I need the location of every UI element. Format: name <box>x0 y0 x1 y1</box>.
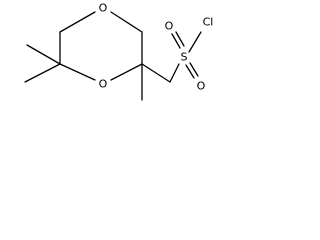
bond-ring-bottom-left <box>59 63 96 81</box>
bond-methyl-left-upper <box>26 44 61 65</box>
bond-ring-bottom-right <box>110 63 143 81</box>
bond-sulfur-to-chlorine <box>188 31 202 53</box>
bond-methyl-left-lower <box>24 63 61 83</box>
bond-sulfur-oxygen-top-a <box>171 33 181 49</box>
atom-label-chlorine: Cl <box>203 16 214 29</box>
chemical-structure: O O S O O Cl <box>24 2 214 101</box>
methyl-groups <box>24 44 143 101</box>
atom-label-sulfur: S <box>181 51 188 64</box>
bond-sulfur-oxygen-bottom-a <box>185 64 195 79</box>
atom-label-sulfonyl-oxygen-top: O <box>165 20 174 33</box>
bond-sulfur-oxygen-bottom-b <box>189 62 199 77</box>
bond-ring-top-right <box>110 11 143 33</box>
atom-labels: O O S O O Cl <box>99 2 214 93</box>
bond-ring-to-ch2 <box>141 63 171 83</box>
atom-label-sulfonyl-oxygen-bottom: O <box>197 80 206 93</box>
atom-label-ring-oxygen-top: O <box>99 2 108 15</box>
bond-ring-top-left <box>59 11 96 33</box>
dioxane-ring <box>59 11 143 81</box>
bond-sulfur-oxygen-top-b <box>175 31 185 47</box>
sulfonyl-chloride-chain <box>141 31 202 83</box>
atom-label-ring-oxygen-bottom: O <box>99 78 108 91</box>
bond-ch2-to-sulfur <box>169 63 180 83</box>
